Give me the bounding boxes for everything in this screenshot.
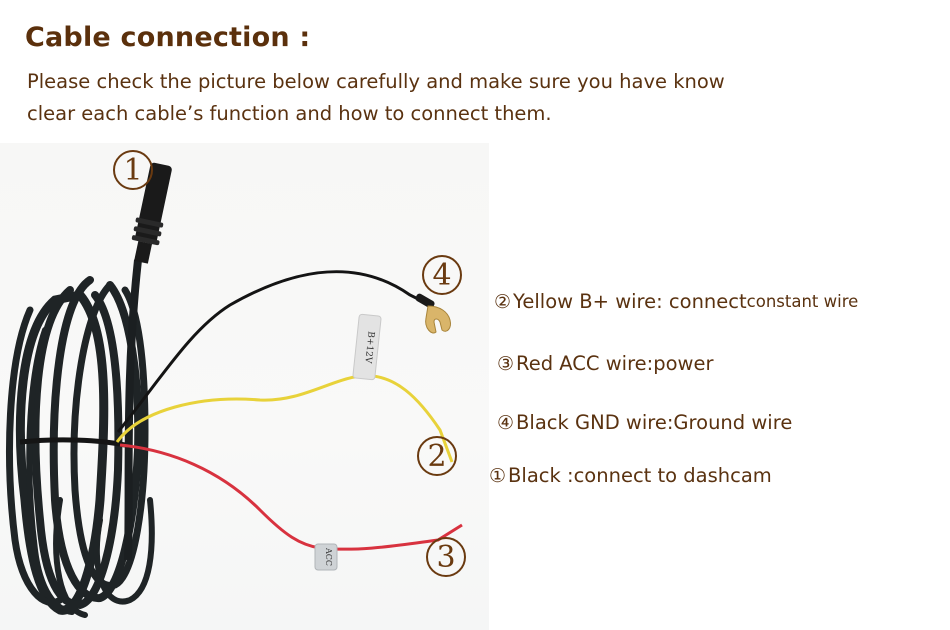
cable-illustration: B+12V ACC (6, 162, 463, 618)
callout-3: 3 (426, 537, 466, 577)
legend-black-dashcam: ① Black :connect to dashcam (489, 464, 772, 487)
spade-terminal (425, 305, 451, 334)
legend-black-gnd: ④ Black GND wire:Ground wire (497, 411, 792, 434)
legend-yellow-bplus: ② Yellow B+ wire: connect constant wire (494, 290, 858, 313)
page-title: Cable connection : (25, 22, 311, 53)
svg-text:ACC: ACC (324, 547, 333, 566)
black-gnd-wire (116, 270, 431, 433)
callout-2: 2 (417, 436, 457, 476)
badge-2: ② (494, 290, 512, 313)
callout-1: 1 (113, 150, 153, 190)
legend-text: Yellow B+ wire: connect (513, 290, 747, 313)
legend-text: Red ACC wire:power (516, 352, 714, 375)
badge-1: ① (489, 464, 507, 487)
intro-line-1: Please check the picture below carefully… (27, 70, 725, 93)
legend-text: Black GND wire:Ground wire (516, 411, 793, 434)
cable-coil (6, 276, 155, 618)
badge-3: ③ (497, 352, 515, 375)
yellow-wire-tag: B+12V (352, 313, 382, 381)
callout-4: 4 (422, 255, 462, 295)
cable-tie (19, 437, 126, 448)
yellow-bplus-wire (115, 374, 454, 463)
red-wire-tag: ACC (314, 543, 338, 571)
badge-4: ④ (497, 411, 515, 434)
legend-small-text: constant wire (746, 292, 859, 311)
legend-red-acc: ③ Red ACC wire:power (497, 352, 714, 375)
intro-line-2: clear each cable’s function and how to c… (27, 102, 552, 125)
dc-connector (131, 162, 172, 264)
legend-text: Black :connect to dashcam (508, 464, 772, 487)
red-acc-wire (119, 443, 463, 551)
main-cable (124, 259, 142, 561)
intro-text: Please check the picture below carefully… (27, 66, 725, 130)
cable-photo: B+12V ACC 1 4 2 3 (0, 143, 489, 630)
svg-text:B+12V: B+12V (362, 331, 375, 364)
